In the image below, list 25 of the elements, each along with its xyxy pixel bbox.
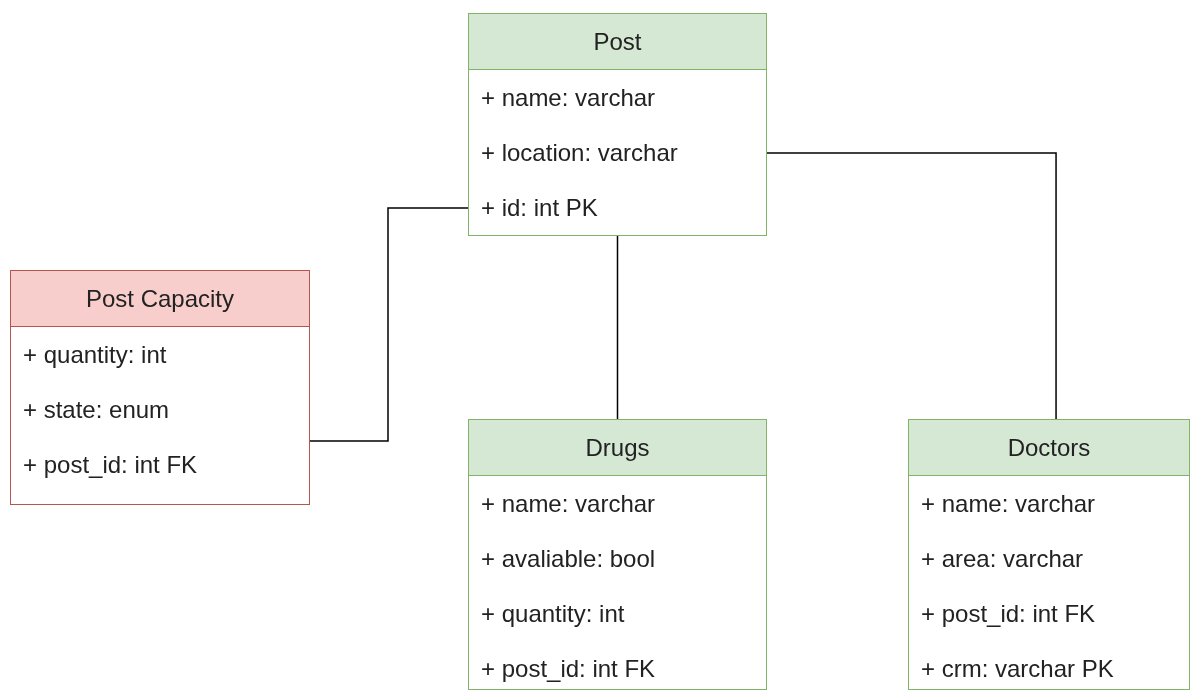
attribute-text: + quantity: int [22, 339, 168, 370]
attribute-text: + post_id: int FK [480, 653, 657, 684]
attribute-text: + quantity: int [480, 598, 626, 629]
class-box [10, 270, 310, 505]
class-header: Doctors [909, 420, 1189, 476]
class-header: Post [469, 14, 766, 70]
attribute-text: + id: int PK [480, 192, 599, 223]
connector-line [309, 207, 469, 442]
connector-line [766, 152, 1057, 420]
attribute-text: + avaliable: bool [480, 543, 657, 574]
attribute-text: + crm: varchar PK [920, 653, 1115, 684]
attribute-text: + post_id: int FK [920, 598, 1097, 629]
attribute-text: + area: varchar [920, 543, 1085, 574]
connector-line [616, 235, 619, 420]
attribute-text: + name: varchar [480, 488, 657, 519]
class-box [908, 419, 1190, 690]
class-box [468, 419, 767, 690]
class-header: Drugs [469, 420, 766, 476]
attribute-text: + state: enum [22, 394, 171, 425]
attribute-text: + name: varchar [920, 488, 1097, 519]
class-header: Post Capacity [11, 271, 309, 327]
class-box [468, 13, 767, 236]
attribute-text: + name: varchar [480, 82, 657, 113]
attribute-text: + location: varchar [480, 137, 679, 168]
attribute-text: + post_id: int FK [22, 449, 199, 480]
